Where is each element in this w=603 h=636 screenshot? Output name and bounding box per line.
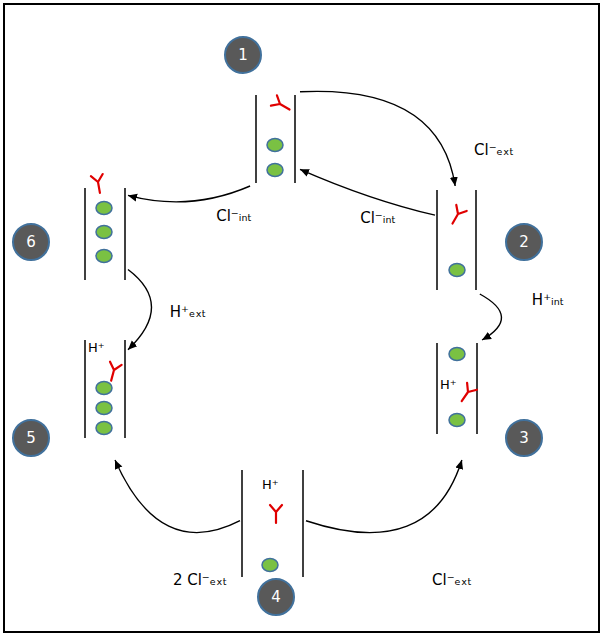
state-number-circle: 5 (12, 419, 50, 457)
channel-state: 2 (435, 186, 547, 294)
channel-state: 6 (10, 176, 128, 290)
transition-label: H⁺ᵢₙₜ (530, 291, 566, 309)
transition-label: Cl⁻ᵢₙₜ (214, 207, 254, 225)
channel-state: 1 (222, 34, 300, 186)
channel-state: 4 H⁺ (240, 466, 306, 618)
callout-number: 6 (26, 233, 36, 251)
channel-walls (85, 95, 477, 577)
glutamate-gate (91, 95, 477, 523)
state-number-circle: 1 (224, 36, 262, 74)
callout-number: 5 (26, 429, 36, 447)
channel-state: 5 H⁺ (10, 336, 128, 460)
callout-number: 4 (271, 588, 281, 606)
transition-arrow (306, 460, 462, 533)
state-number-circle: 2 (505, 223, 543, 261)
state-number-circle: 4 (257, 578, 295, 616)
proton-label: H⁺ (88, 341, 105, 355)
transition-label: Cl⁻ₑₓₜ (430, 571, 474, 589)
transition-label: 2 Cl⁻ₑₓₜ (171, 571, 229, 589)
callout-number: 1 (238, 46, 248, 64)
transition-arrow (115, 460, 240, 533)
transition-label: H⁺ₑₓₜ (168, 303, 209, 321)
channel-state: 3 H⁺ (435, 340, 547, 460)
proton-label: H⁺ (262, 478, 279, 492)
frame-border (3, 3, 600, 633)
transition-arrow (300, 91, 455, 186)
transition-arrow (128, 186, 250, 202)
proton-label: H⁺ (440, 378, 457, 392)
chloride-ion (96, 139, 465, 572)
transition-label: Cl⁻ₑₓₜ (472, 141, 516, 159)
state-number-circle: 3 (505, 419, 543, 457)
state-number-circle: 6 (12, 223, 50, 261)
callout-number: 3 (519, 429, 529, 447)
transition-arrow (128, 269, 152, 349)
transition-arrow (480, 294, 502, 340)
callout-number: 2 (519, 233, 529, 251)
transition-label: Cl⁻ᵢₙₜ (358, 209, 398, 227)
